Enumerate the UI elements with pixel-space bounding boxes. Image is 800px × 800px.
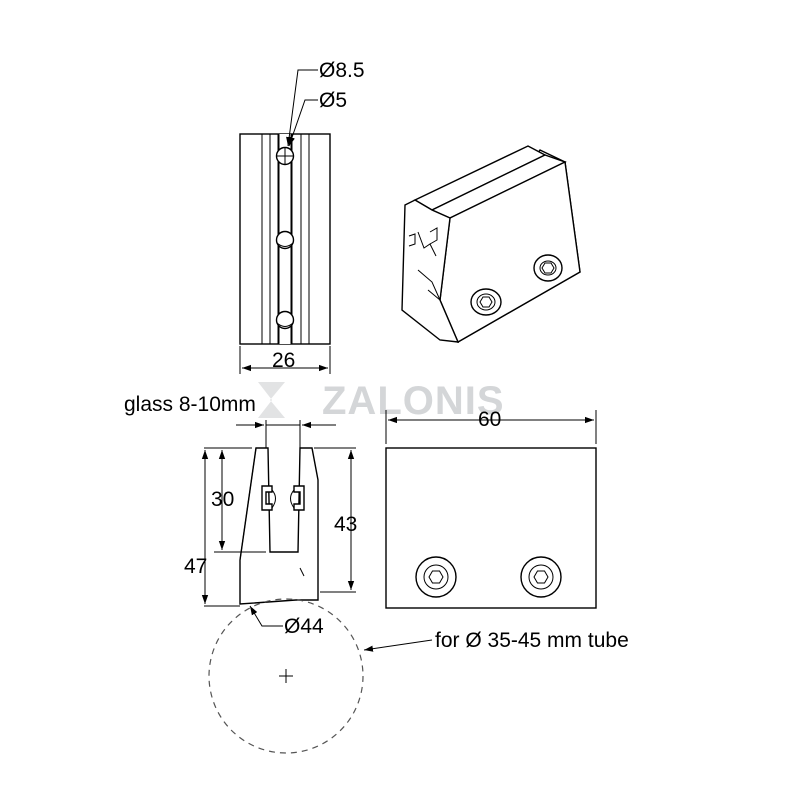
label-dia-5: Ø5 xyxy=(319,89,347,112)
leader-tube-range xyxy=(363,639,433,652)
bolt-head-left xyxy=(470,288,502,316)
label-width-26: 26 xyxy=(272,349,295,372)
label-glass: glass 8-10mm xyxy=(124,393,256,416)
watermark-logo: ZALONIS xyxy=(258,379,505,423)
gasket-right xyxy=(293,485,305,511)
top-view: Ø8.5 Ø5 26 xyxy=(239,59,365,374)
hole-top xyxy=(275,146,295,166)
clamp-body xyxy=(239,447,319,605)
label-height-30: 30 xyxy=(211,488,234,511)
watermark-text: ZALONIS xyxy=(322,379,505,423)
isometric-view xyxy=(401,145,581,343)
tube-outline xyxy=(208,598,364,754)
leader-d85 xyxy=(286,69,318,147)
label-dia-8-5: Ø8.5 xyxy=(319,59,365,82)
bolt-left xyxy=(415,556,457,598)
leader-dia-44 xyxy=(249,605,283,627)
leader-d5 xyxy=(288,99,318,147)
side-view: 60 xyxy=(385,408,597,609)
label-tube-range: for Ø 35-45 mm tube xyxy=(435,629,629,652)
bolt-right xyxy=(520,556,562,598)
section-view: glass 8-10mm 47 30 43 xyxy=(124,393,629,754)
label-height-47: 47 xyxy=(184,555,207,578)
label-dia-44: Ø44 xyxy=(284,615,324,638)
label-height-43: 43 xyxy=(334,513,357,536)
gasket-left xyxy=(261,485,273,511)
label-length-60: 60 xyxy=(478,408,501,431)
bolt-head-right xyxy=(533,254,563,282)
hole-middle xyxy=(275,230,295,250)
hole-bottom xyxy=(275,310,295,330)
